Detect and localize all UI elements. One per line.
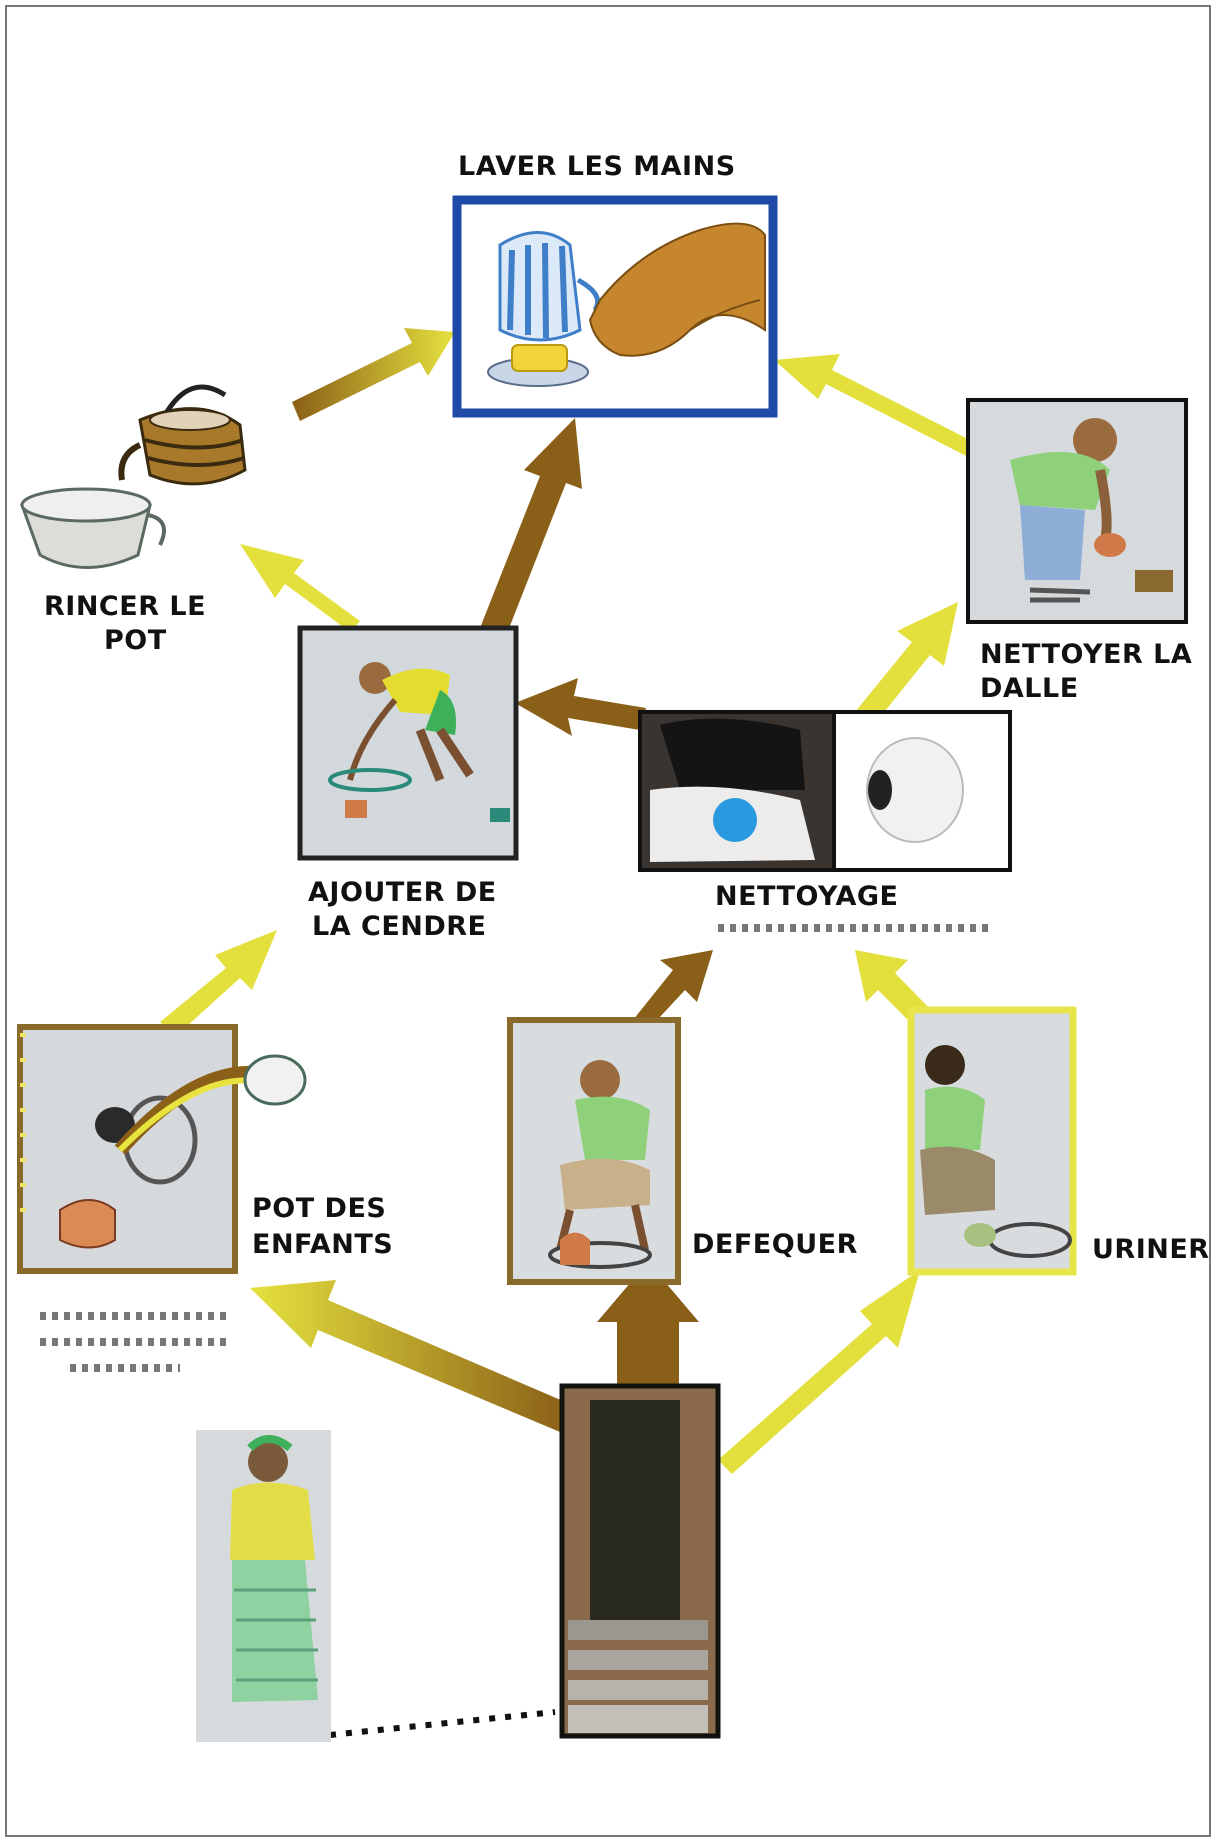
arrow-potenfants-to-ash [160, 930, 277, 1036]
label-children-pot-line1: POT DES [252, 1193, 387, 1224]
cleaning-illustration [638, 710, 1012, 872]
label-cleaning: NETTOYAGE [715, 881, 899, 912]
water-pot-icon [713, 798, 757, 842]
label-clean-slab-line1: NETTOYER LA [980, 639, 1193, 670]
toilet-paper-icon [866, 737, 964, 843]
latrine-illustration [559, 1383, 721, 1739]
arrow-latrine-to-defecate [597, 1262, 699, 1392]
label-add-ash-line1: AJOUTER DE [308, 877, 497, 908]
children-pot-illustration [17, 1024, 307, 1274]
page-border [5, 5, 1211, 1837]
cleaning-caption-smudge [718, 924, 988, 932]
arrow-defecate-to-cleaning [633, 950, 713, 1032]
label-urinate: URINER [1092, 1234, 1210, 1265]
arrow-ash-to-wash [480, 418, 582, 636]
children-pot-icon [243, 1054, 307, 1106]
label-add-ash-line2: LA CENDRE [312, 911, 487, 942]
urinate-illustration [907, 1006, 1077, 1276]
hands-icon [588, 222, 766, 357]
label-clean-slab-line2: DALLE [980, 673, 1079, 704]
arrow-slab-to-wash [774, 354, 978, 458]
wash-hands-illustration [452, 195, 778, 418]
children-pot-caption-smudge [40, 1306, 230, 1382]
arrow-cleaning-to-ash [515, 678, 646, 736]
clean-slab-illustration [966, 398, 1188, 624]
arrow-cleaning-to-slab [855, 602, 958, 726]
arrow-ash-to-rinse [240, 544, 360, 632]
arrow-rinse-to-wash [292, 328, 455, 421]
arrow-latrine-to-potenfants [250, 1280, 570, 1432]
label-rinse-pot-line1: RINCER LE [44, 591, 207, 622]
teapot-small-icon [59, 1199, 116, 1249]
woman-illustration [196, 1430, 331, 1742]
soap-icon [511, 344, 568, 372]
label-children-pot-line2: ENFANTS [252, 1229, 394, 1260]
defecate-illustration [507, 1017, 681, 1285]
arrows [160, 328, 978, 1738]
dotted-path [329, 1709, 556, 1738]
add-ash-illustration [297, 625, 519, 861]
arrow-latrine-to-urinate [718, 1270, 920, 1474]
label-defecate: DEFEQUER [692, 1229, 858, 1260]
rinse-pot-illustration [20, 384, 247, 569]
label-rinse-pot-line2: POT [104, 625, 167, 656]
label-wash-hands: LAVER LES MAINS [458, 151, 736, 182]
